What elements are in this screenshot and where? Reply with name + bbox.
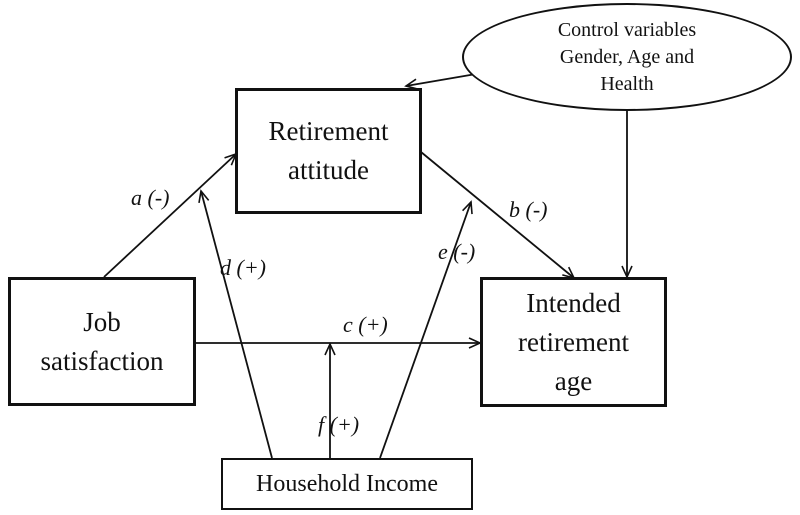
path-c-label: c (+): [343, 312, 388, 337]
control-variables-line-2: Gender, Age and: [559, 45, 695, 68]
control-variables-line-1: Control variables: [557, 18, 697, 41]
intended-retirement-age-line-1: Intended: [526, 287, 621, 318]
path-a-label: a (-): [131, 185, 170, 210]
intended-retirement-age-line-2: retirement: [518, 326, 629, 357]
path-e-label: e (-): [438, 239, 476, 264]
control-variables-ellipse: Control variables Gender, Age and Health: [462, 3, 792, 111]
retirement-attitude-line-1: Retirement: [268, 116, 389, 146]
household-income-label: Household Income: [256, 471, 438, 497]
path-f-label: f (+): [318, 412, 360, 437]
control-variables-line-3: Health: [600, 72, 654, 95]
household-income-box: Household Income: [221, 458, 473, 510]
arrow-path-d: [198, 189, 273, 459]
arrow-path-a: [103, 152, 238, 278]
retirement-attitude-line-2: attitude: [288, 155, 369, 185]
intended-retirement-age-box: Intended retirement age: [480, 277, 667, 407]
arrow-control-to-attitude: [404, 73, 477, 90]
arrow-path-b: [420, 151, 576, 280]
intended-retirement-age-line-3: age: [554, 365, 593, 396]
arrow-path-e: [379, 200, 473, 459]
job-satisfaction-line-2: satisfaction: [40, 345, 164, 376]
retirement-attitude-box: Retirement attitude: [235, 88, 422, 214]
path-d-label: d (+): [220, 255, 266, 280]
job-satisfaction-box: Job satisfaction: [8, 277, 196, 406]
path-b-label: b (-): [509, 197, 548, 222]
job-satisfaction-line-1: Job: [83, 306, 121, 337]
